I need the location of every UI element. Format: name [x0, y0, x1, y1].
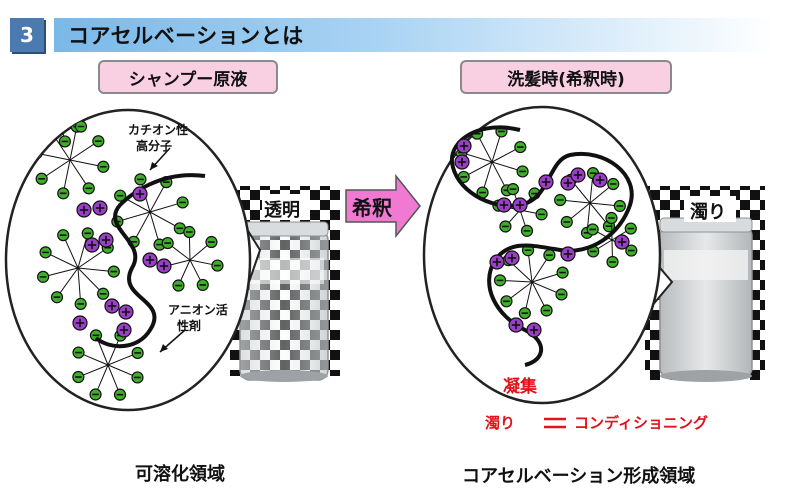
section-number: 3: [10, 18, 44, 52]
left-state-label: シャンプー原液: [98, 60, 278, 94]
right-cationic-polymer: [449, 125, 634, 367]
cationic-polymer-label-2: 高分子: [136, 139, 173, 153]
left-cationic-polymer: [94, 173, 206, 349]
coacervation-region-label: コアセルベーション形成領域: [462, 466, 696, 487]
anion-head: [45, 125, 58, 138]
anion-head: [70, 110, 83, 112]
left-bottle-label: 透明: [264, 200, 300, 221]
aggregation-label: 凝集: [503, 377, 537, 397]
anion-head: [50, 93, 61, 104]
surfactant-micelle: [37, 227, 120, 311]
anionic-surfactant-label-2: 性剤: [177, 319, 202, 333]
surfactant-micelle: [586, 211, 638, 269]
anion-head: [37, 128, 50, 142]
section-header: 3 コアセルベーションとは: [10, 18, 775, 52]
left-cation-sites: [72, 186, 172, 338]
dilution-arrow: [345, 173, 421, 239]
section-title: コアセルベーションとは: [68, 24, 304, 48]
anion-head: [32, 110, 46, 120]
right-state-label: 洗髪時(希釈時): [460, 60, 672, 94]
conditioning-label: コンディショニング: [574, 414, 708, 432]
left-micelle-bubble: [4, 108, 252, 412]
right-cation-sites: [454, 138, 630, 338]
turbidity-label: 濁り: [485, 414, 516, 432]
solubilization-region-label: 可溶化領域: [135, 464, 225, 485]
right-bottle-label: 濁り: [690, 202, 726, 223]
section-title-bar: コアセルベーションとは: [54, 18, 774, 52]
cationic-polymer-label-1: カチオン性: [128, 123, 189, 137]
anion-head: [30, 147, 43, 160]
right-bottle-photo: [645, 186, 765, 382]
dilution-arrow-label: 希釈: [352, 196, 392, 220]
anionic-surfactant-label-1: アニオン活: [168, 303, 228, 317]
